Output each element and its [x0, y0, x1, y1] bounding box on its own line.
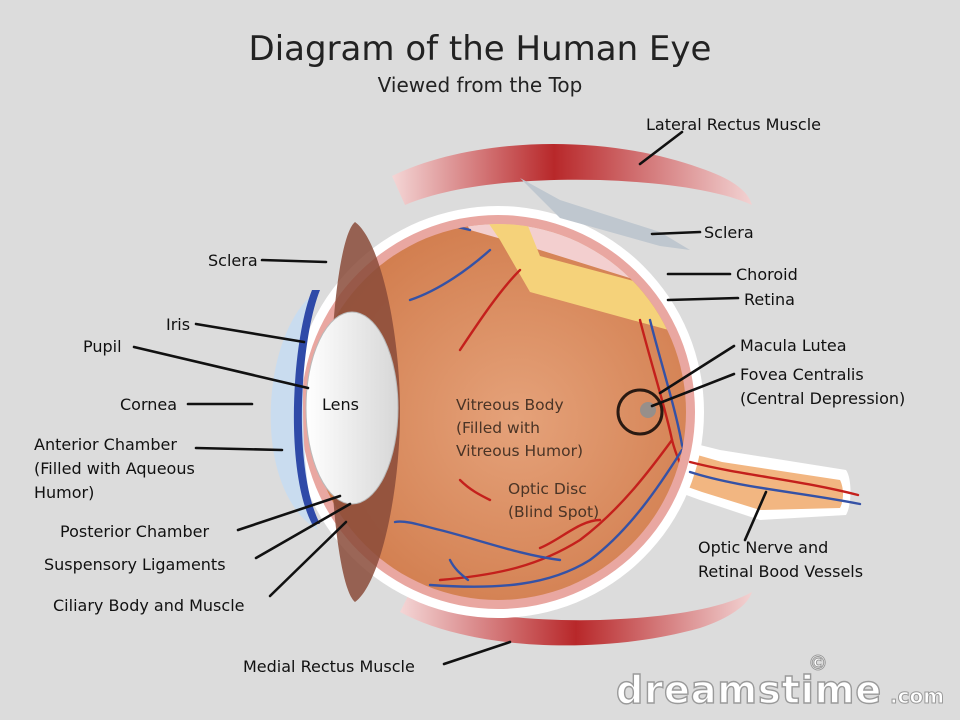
label-sclera-right: Sclera: [704, 223, 754, 242]
lens-shape: [305, 311, 399, 505]
label-cornea: Cornea: [120, 395, 177, 414]
label-sclera-left: Sclera: [208, 251, 258, 270]
label-macula-lutea: Macula Lutea: [740, 336, 847, 355]
leader-lines: [132, 130, 768, 666]
label-optic-nerve-2: Retinal Bood Vessels: [698, 562, 863, 581]
label-anterior-chamber-3: Humor): [34, 483, 94, 502]
label-vitreous-3: Vitreous Humor): [456, 442, 583, 460]
optic-nerve-artery: [688, 460, 860, 497]
label-ciliary-body: Ciliary Body and Muscle: [53, 596, 244, 615]
medial-rectus-muscle-shape: [400, 592, 752, 646]
label-fovea-1: Fovea Centralis: [740, 365, 864, 384]
diagram-title: Diagram of the Human Eye: [249, 29, 712, 69]
iris-shape: [293, 290, 320, 524]
watermark-symbol: ©: [808, 651, 828, 675]
label-suspensory-ligaments: Suspensory Ligaments: [44, 555, 226, 574]
optic-nerve-vein: [688, 470, 862, 506]
watermark-text: dreamstime: [616, 668, 882, 712]
label-retina: Retina: [744, 290, 795, 309]
sclera-cut-strip: [520, 178, 690, 250]
label-vitreous-1: Vitreous Body: [456, 396, 564, 414]
label-anterior-chamber-1: Anterior Chamber: [34, 435, 177, 454]
label-medial-rectus: Medial Rectus Muscle: [243, 657, 415, 676]
label-iris: Iris: [166, 315, 190, 334]
label-optic-disc-2: (Blind Spot): [508, 503, 599, 521]
label-optic-nerve-1: Optic Nerve and: [698, 538, 828, 557]
label-posterior-chamber: Posterior Chamber: [60, 522, 210, 541]
lateral-rectus-muscle-shape: [392, 144, 752, 205]
label-choroid: Choroid: [736, 265, 798, 284]
label-lens: Lens: [322, 395, 359, 414]
label-optic-disc-1: Optic Disc: [508, 480, 587, 498]
label-pupil: Pupil: [83, 337, 122, 356]
watermark-suffix: .com: [890, 684, 944, 708]
label-anterior-chamber-2: (Filled with Aqueous: [34, 459, 195, 478]
diagram-subtitle: Viewed from the Top: [378, 73, 583, 97]
macula-lutea-shape: [616, 388, 664, 436]
label-lateral-rectus: Lateral Rectus Muscle: [646, 115, 821, 134]
retinal-vessels: [393, 224, 686, 588]
label-vitreous-2: (Filled with: [456, 419, 540, 437]
eyeball-interior: [310, 224, 686, 600]
label-fovea-2: (Central Depression): [740, 389, 905, 408]
